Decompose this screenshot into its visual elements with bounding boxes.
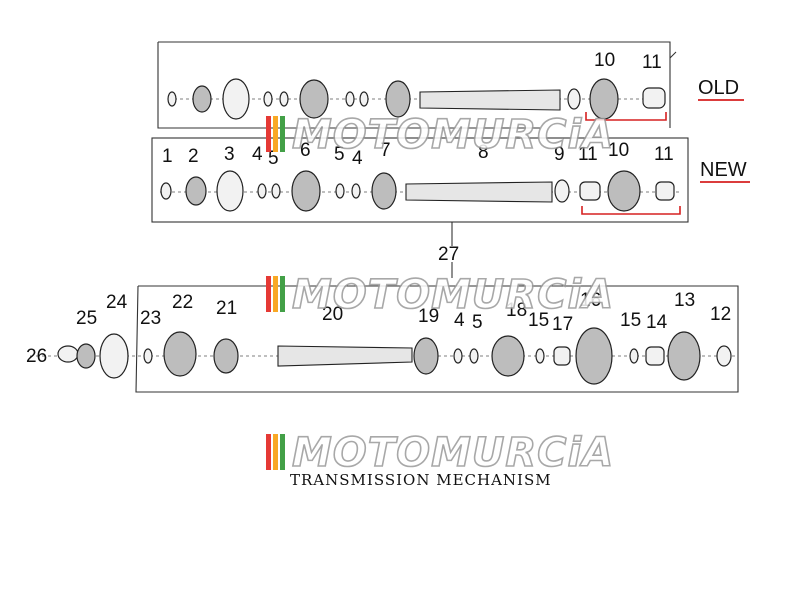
lower-label: 21 (216, 298, 237, 319)
lower-label: 20 (322, 304, 343, 325)
lower-label: 12 (710, 304, 731, 325)
new-label: 2 (188, 146, 199, 167)
assembly-label-27: 27 (438, 244, 459, 265)
lower-label: 17 (552, 314, 573, 335)
lower-label: 26 (26, 346, 47, 367)
old-label-11: 11 (642, 52, 662, 73)
lower-label: 23 (140, 308, 161, 329)
old-label-10: 10 (594, 50, 615, 71)
new-label: 3 (224, 144, 235, 165)
new-label: 4 (352, 148, 363, 169)
new-label: 5 (334, 144, 345, 165)
lower-label: 22 (172, 292, 193, 313)
watermark-3: MOTOMURCiA (266, 429, 614, 477)
lower-label: 13 (674, 290, 695, 311)
svg-text:MOTOMURCiA: MOTOMURCiA (292, 112, 614, 158)
new-label: 9 (554, 144, 565, 165)
svg-text:MOTOMURCiA: MOTOMURCiA (292, 430, 614, 476)
old-version-tag: OLD (698, 77, 739, 99)
new-label: 11 (654, 144, 674, 165)
lower-assembly-panel: 26 25 24 23 22 21 20 19 4 5 18 15 17 16 … (26, 285, 739, 393)
lower-label: 4 (454, 310, 465, 331)
old-assembly-panel: 10 11 (157, 41, 677, 129)
lower-label: 25 (76, 308, 97, 329)
new-label: 7 (380, 140, 391, 161)
new-label: 6 (300, 140, 311, 161)
new-part-bracket (581, 206, 681, 215)
lower-label: 19 (418, 306, 439, 327)
svg-text:MOTOMURCiA: MOTOMURCiA (292, 272, 614, 318)
new-label: 11 (578, 144, 598, 165)
new-label: 4 (252, 144, 263, 165)
new-version-tag: NEW (700, 159, 747, 181)
new-label: 5 (268, 148, 279, 169)
new-label: 1 (162, 146, 173, 167)
lower-label: 24 (106, 292, 128, 313)
watermark-1: MOTOMURCiA (266, 111, 614, 159)
lower-label: 15 (620, 310, 641, 331)
lower-label: 5 (472, 312, 483, 333)
new-label: 10 (608, 140, 629, 161)
lower-label: 16 (580, 290, 601, 311)
new-assembly-panel: 1 2 3 4 5 6 5 4 7 8 9 11 10 11 (151, 137, 689, 223)
diagram-caption: TRANSMISSION MECHANISM (290, 471, 552, 489)
new-label: 8 (478, 142, 489, 163)
watermark-2: MOTOMURCiA (266, 271, 614, 319)
old-part-bracket (585, 112, 667, 121)
lower-label: 18 (506, 300, 527, 321)
lower-label: 15 (528, 310, 549, 331)
lower-label: 14 (646, 312, 668, 333)
